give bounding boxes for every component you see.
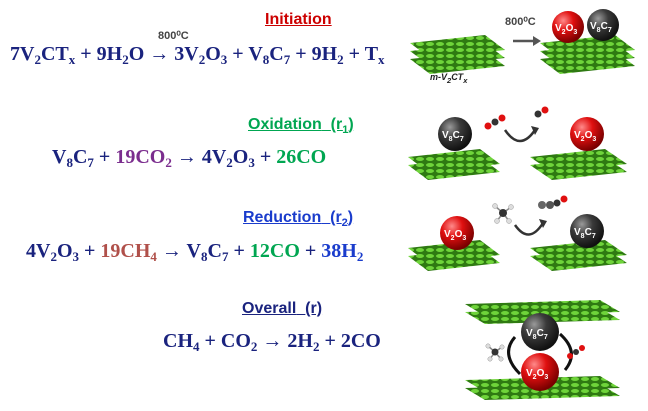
cycle-arrow-icon xyxy=(507,332,573,376)
co-molecule-icon xyxy=(534,106,549,118)
svg-text:V2O3: V2O3 xyxy=(444,229,466,242)
svg-text:V8C7: V8C7 xyxy=(526,328,548,341)
svg-text:V2O3: V2O3 xyxy=(526,368,548,381)
overall-equation: CH4 + CO2 → 2H2 + 2CO xyxy=(163,330,381,354)
initiation-condition: 800⁰C xyxy=(158,30,189,42)
arrow-condition: 800⁰C xyxy=(505,16,536,28)
v8c7-particle: V8C7 xyxy=(587,9,619,41)
ch4-molecule-icon xyxy=(492,203,514,224)
co2-molecule-icon xyxy=(567,345,585,359)
svg-text:V8C7: V8C7 xyxy=(574,227,596,240)
ch4-molecule-icon xyxy=(485,343,505,362)
v2o3-particle: V2O3 xyxy=(440,216,474,250)
overall-graphic: V8C7 V2O3 xyxy=(465,300,620,400)
mxene-support-right xyxy=(540,35,635,74)
svg-text:V8C7: V8C7 xyxy=(442,130,464,143)
reduction-graphic: V2O3 V8C7 xyxy=(408,195,627,271)
v2o3-particle: V2O3 xyxy=(552,11,584,43)
co2-molecule-icon xyxy=(484,114,506,130)
overall-heading: Overall (r) xyxy=(242,300,323,317)
v2o3-particle: V2O3 xyxy=(570,117,604,151)
oxidation-heading: Oxidation (r1) xyxy=(248,116,354,137)
v8c7-particle: V8C7 xyxy=(521,313,559,351)
initiation-heading: Initiation xyxy=(265,11,332,28)
mxene-support-right xyxy=(530,240,627,271)
mxene-support-right xyxy=(530,149,627,180)
v8c7-particle: V8C7 xyxy=(438,117,472,151)
initiation-equation: 7V2CTx + 9H2O → 3V2O3 + V8C7 + 9H2 + Tx xyxy=(10,43,385,67)
svg-text:V8C7: V8C7 xyxy=(590,21,612,34)
reduction-heading: Reduction (r2) xyxy=(243,209,354,230)
svg-text:V2O3: V2O3 xyxy=(555,23,577,36)
reduction-equation: 4V2O3 + 19CH4 → V8C7 + 12CO + 38H2 xyxy=(26,240,364,264)
initiation-arrow xyxy=(513,36,541,46)
initiation-graphic: V2O3 V8C7 xyxy=(410,9,635,74)
svg-text:V2O3: V2O3 xyxy=(574,130,596,143)
v8c7-particle: V8C7 xyxy=(570,214,604,248)
mxene-support-left xyxy=(410,35,505,74)
oxidation-graphic: V8C7 V2O3 xyxy=(408,106,627,180)
oxidation-equation: V8C7 + 19CO2 → 4V2O3 + 26CO xyxy=(52,146,327,170)
mxene-support-left xyxy=(408,149,500,180)
co-molecule-icon xyxy=(538,195,568,209)
curved-arrow-icon xyxy=(513,219,547,236)
support-label: m-V2CTx xyxy=(430,72,468,85)
v2o3-particle: V2O3 xyxy=(521,353,559,391)
mxene-support-left xyxy=(408,240,500,271)
curved-arrow-icon xyxy=(503,126,539,143)
